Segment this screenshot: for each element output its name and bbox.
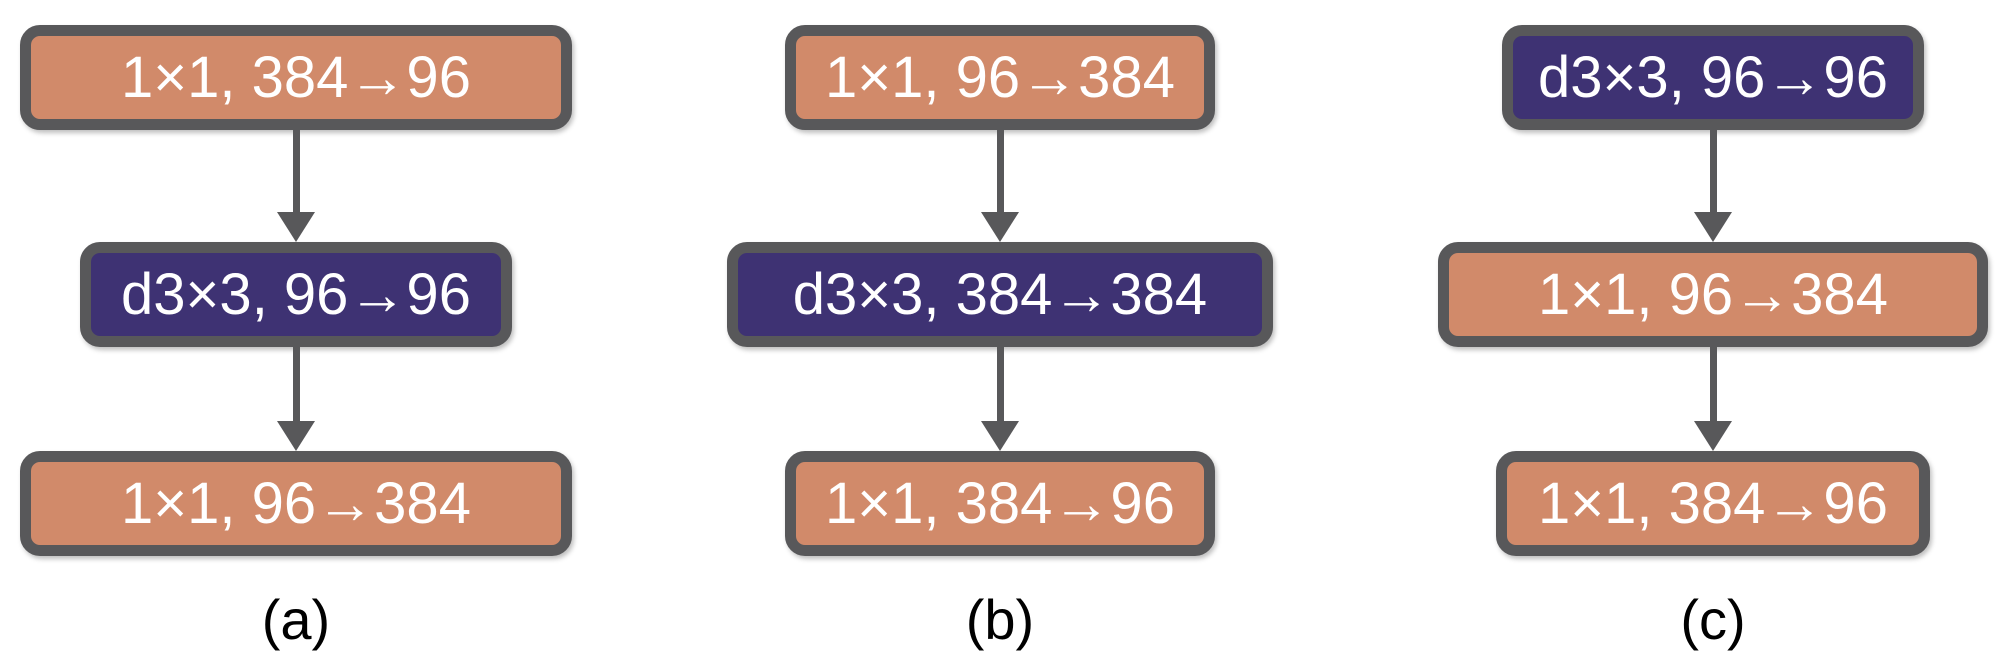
conv-block: 1×1, 96→384 [1438, 242, 1988, 347]
arrow-shaft [996, 130, 1004, 212]
arrow-shaft [292, 347, 300, 421]
arrow-head [1694, 212, 1732, 242]
down-arrow-icon [1694, 130, 1732, 242]
column-label: (a) [261, 588, 331, 651]
down-arrow-icon [277, 130, 315, 242]
arrow-head [277, 212, 315, 242]
down-arrow-icon [277, 347, 315, 451]
block-column-b: 1×1, 96→384 d3×3, 384→384 1×1, 384→96 (b… [720, 25, 1280, 648]
block-column-c: d3×3, 96→96 1×1, 96→384 1×1, 384→96 (c) [1433, 25, 1993, 648]
column-label: (c) [1680, 588, 1746, 651]
arrow-head [981, 212, 1019, 242]
conv-block: d3×3, 96→96 [1502, 25, 1924, 130]
conv-block: d3×3, 384→384 [727, 242, 1273, 347]
arrow-shaft [292, 130, 300, 212]
arrow-head [981, 421, 1019, 451]
conv-block: 1×1, 384→96 [20, 25, 572, 130]
block-column-a: 1×1, 384→96 d3×3, 96→96 1×1, 96→384 (a) [16, 25, 576, 648]
arrow-head [1694, 421, 1732, 451]
arrow-shaft [996, 347, 1004, 421]
down-arrow-icon [1694, 347, 1732, 451]
conv-block: 1×1, 384→96 [1496, 451, 1930, 556]
arrow-shaft [1709, 130, 1717, 212]
column-label: (b) [965, 588, 1035, 651]
arrow-head [277, 421, 315, 451]
arrow-shaft [1709, 347, 1717, 421]
down-arrow-icon [981, 130, 1019, 242]
conv-block: d3×3, 96→96 [80, 242, 512, 347]
conv-block: 1×1, 384→96 [785, 451, 1215, 556]
conv-block: 1×1, 96→384 [20, 451, 572, 556]
down-arrow-icon [981, 347, 1019, 451]
conv-block: 1×1, 96→384 [785, 25, 1215, 130]
